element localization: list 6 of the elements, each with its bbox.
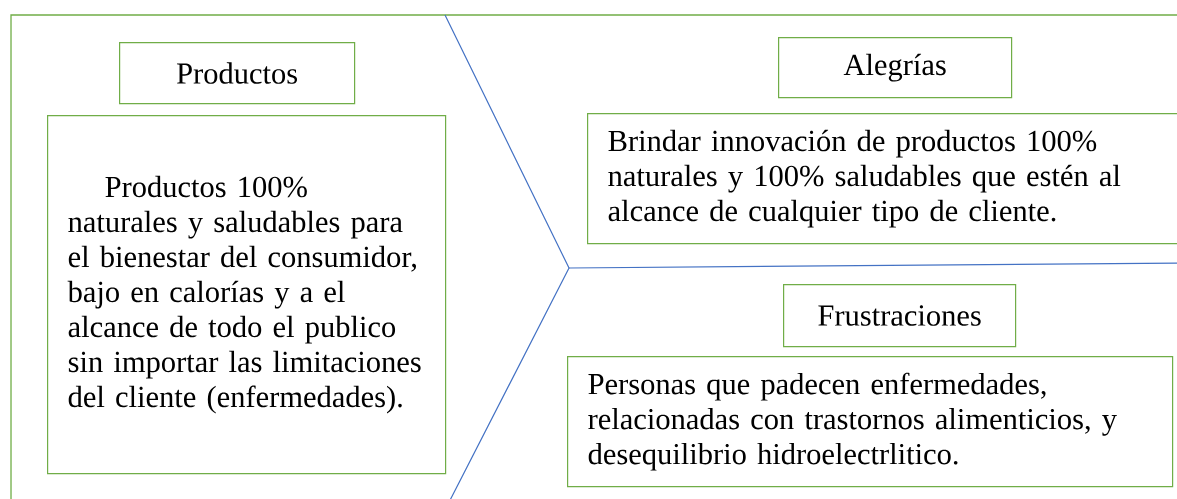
heading-box: Productos bbox=[119, 42, 356, 105]
text-box: Productos 100% naturales y saludables para el bienestar del consumidor, bajo en calorías y a el alcance de todo el publico sin importar las limitaciones del cliente (enfermedades). bbox=[47, 115, 447, 475]
text-box: Personas que padecen enfermedades, relacionadas con trastornos alimenticios, y desequilibrio hidroelectrlitico. bbox=[567, 356, 1174, 488]
text-box: Brindar innovación de productos 100% naturales y 100% saludables que estén al alcance de cualquier tipo de cliente. bbox=[587, 113, 1177, 245]
heading-box: Frustraciones bbox=[783, 284, 1017, 348]
heading-box: Alegrías bbox=[778, 37, 1013, 99]
